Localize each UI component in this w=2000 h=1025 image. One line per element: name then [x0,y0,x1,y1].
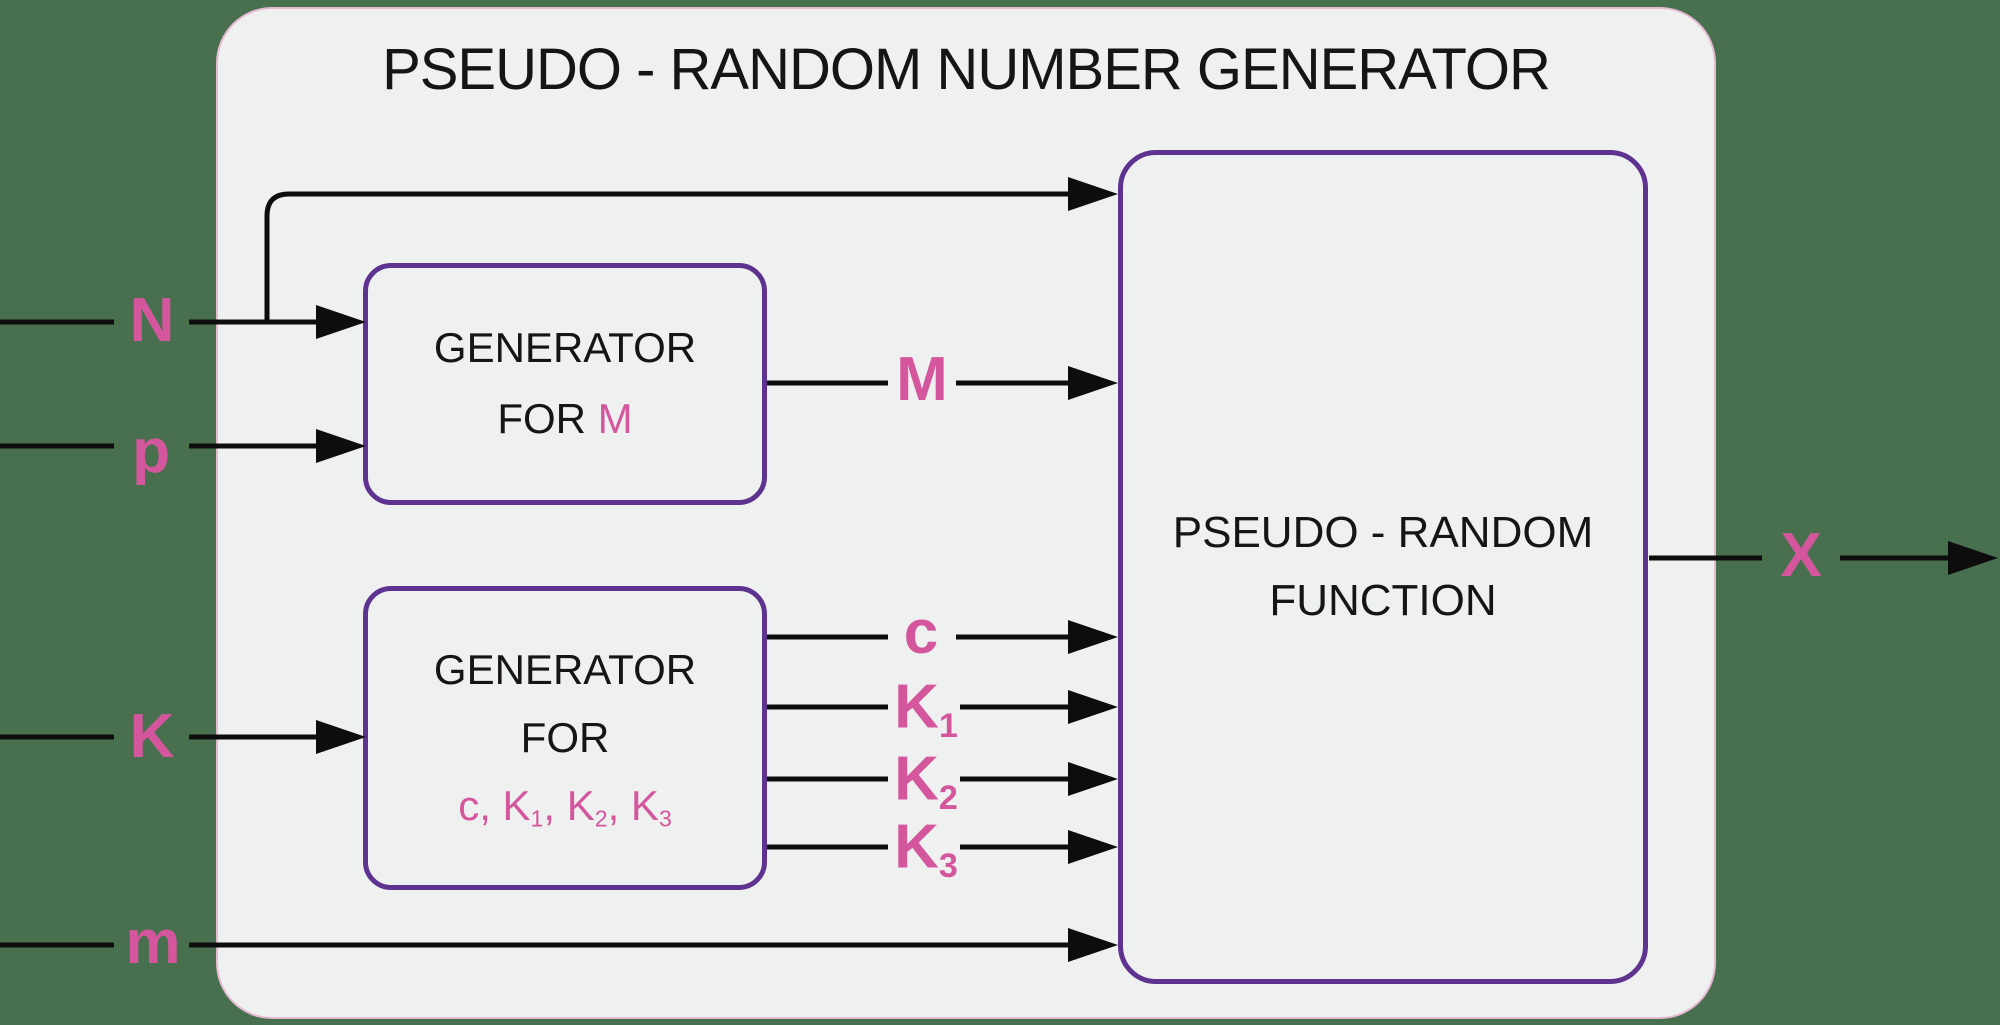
label-k1-sub: 1 [938,707,958,746]
label-x: X [1780,521,1822,590]
generator-for-m-line2: FOR M [497,384,632,455]
generator-for-m-line2-value: M [597,395,633,442]
label-p: p [132,417,170,486]
label-c: c [903,598,939,667]
ck-values-c-k: c, K [458,782,531,830]
generator-for-m-line2-text: FOR [497,395,598,442]
label-k: K [129,702,175,771]
generator-for-m-line1: GENERATOR [433,324,697,372]
label-n: N [129,286,175,355]
label-k2-base: K [894,744,939,814]
prf-line1: PSEUDO - RANDOM [1172,507,1594,557]
ck-values-sub1: 1 [530,805,544,832]
label-k3-base: K [894,812,939,882]
label-k3: K3 [894,816,958,886]
ck-values-k2: , K [543,782,595,830]
generator-for-ck-line1: GENERATOR [433,645,697,693]
label-m-out: M [896,345,948,414]
generator-for-ck-box: GENERATOR FOR c, K1, K2, K3 [363,586,767,890]
label-k1: K1 [894,676,958,746]
label-k2: K2 [894,748,958,818]
ck-values-k3: , K [607,782,659,830]
prf-line2: FUNCTION [1269,576,1497,625]
generator-for-m-box: GENERATOR FOR M [363,263,767,505]
label-m: m [125,908,181,977]
label-k2-sub: 2 [938,779,958,818]
x-arrowhead [1948,541,1998,575]
label-k3-sub: 3 [938,847,958,886]
ck-values-sub3: 3 [658,805,672,832]
diagram-title: PSEUDO - RANDOM NUMBER GENERATOR [382,37,1551,102]
label-k1-base: K [894,672,939,742]
generator-for-ck-values: c, K1, K2, K3 [458,772,672,840]
generator-for-ck-line2: FOR [520,713,610,761]
ck-values-sub2: 2 [594,805,608,832]
pseudo-random-function-box: PSEUDO - RANDOM FUNCTION [1118,150,1648,984]
